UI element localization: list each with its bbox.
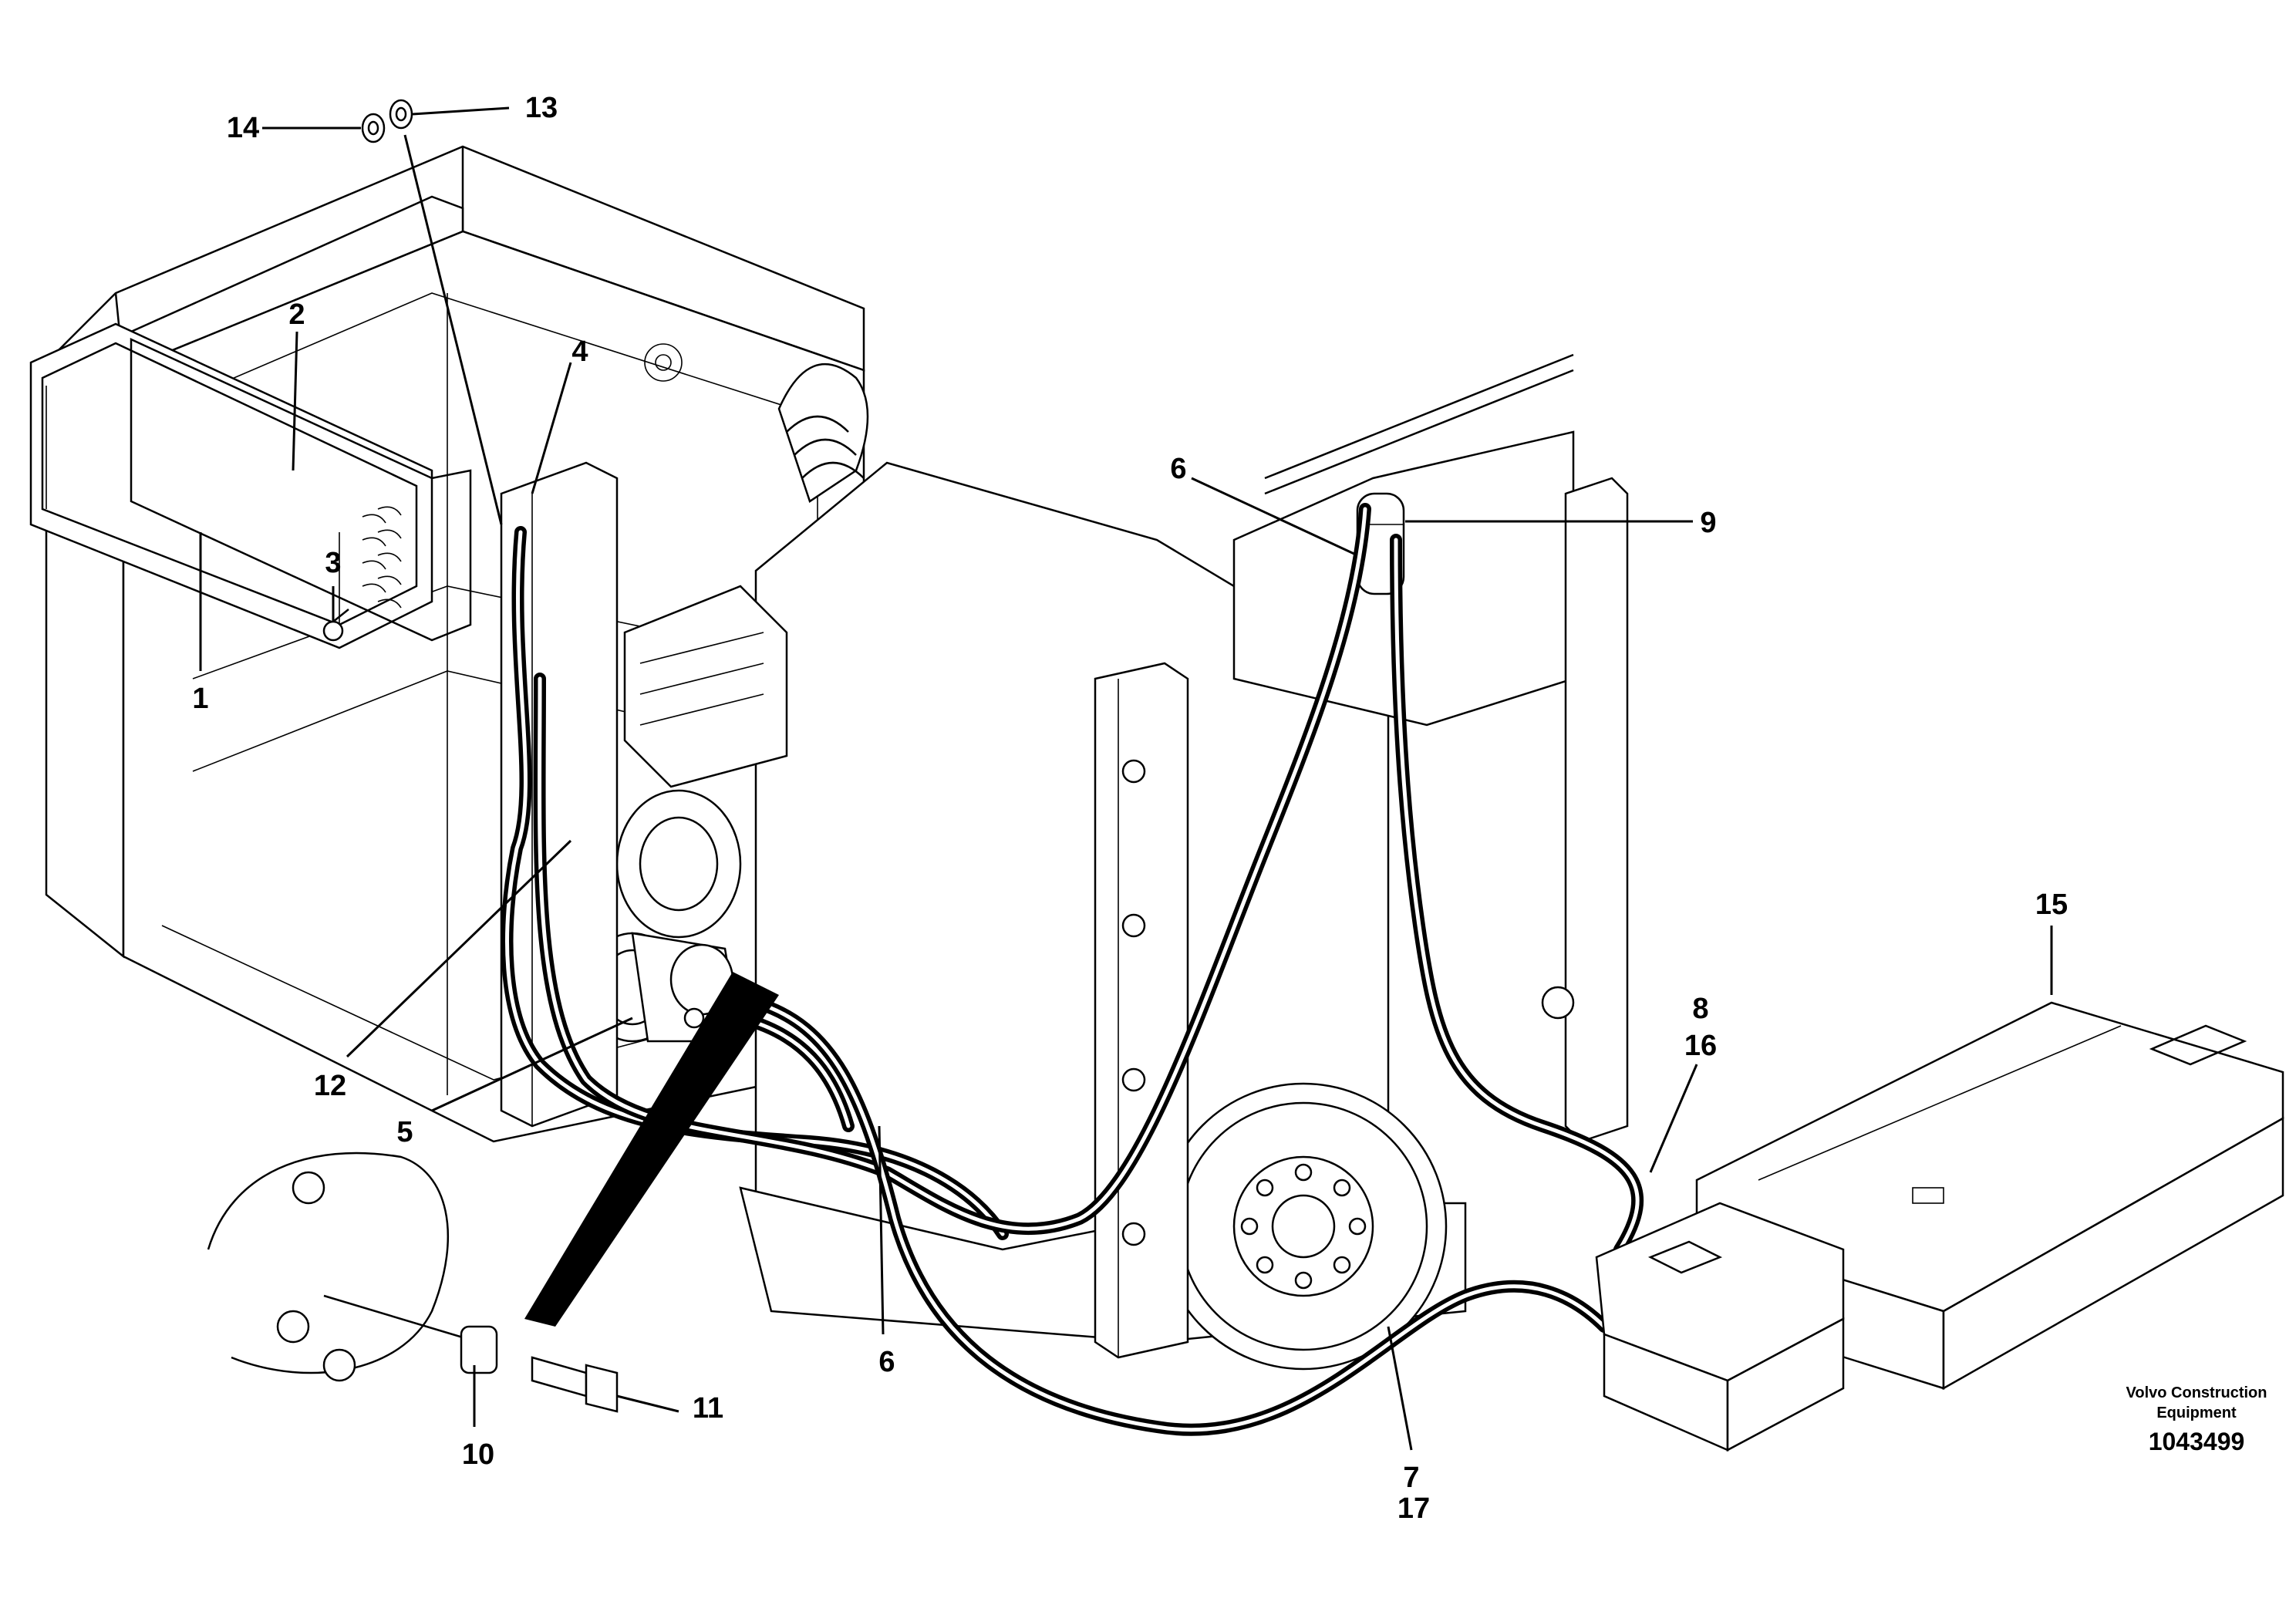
caption-company-line2: Equipment (2156, 1404, 2237, 1421)
caption-company: Volvo Construction (2126, 1384, 2267, 1401)
flywheel (1159, 1082, 1448, 1371)
inset-detail (207, 1152, 479, 1382)
callout-3: 3 (325, 547, 341, 579)
callout-13: 13 (525, 92, 558, 124)
callout-9: 9 (1700, 507, 1716, 539)
callout-7: 7 (1403, 1462, 1419, 1494)
condenser-tube-coils (362, 506, 402, 609)
front-mount-rail-left (500, 461, 619, 1128)
callout-11: 11 (693, 1392, 723, 1425)
callout-14: 14 (227, 112, 259, 144)
callout-10: 10 (462, 1438, 494, 1471)
callout-1: 1 (192, 683, 208, 715)
leader-lines (199, 106, 2053, 1451)
callout-12: 12 (314, 1070, 346, 1102)
callout-5: 5 (396, 1116, 413, 1148)
alternator (615, 789, 742, 939)
callout-4: 4 (571, 336, 588, 368)
assembly-arrows (403, 134, 779, 1327)
evaporator-unit (1595, 1001, 2284, 1452)
nut-13 (389, 99, 413, 130)
callout-15: 15 (2035, 889, 2068, 921)
callout-2: 2 (288, 298, 305, 331)
callout-16: 16 (1684, 1030, 1717, 1062)
condenser-seal (130, 338, 472, 642)
callout-6-bottom: 6 (878, 1346, 895, 1378)
callout-17: 17 (1397, 1492, 1430, 1525)
callout-6-top: 6 (1170, 453, 1186, 485)
callout-8: 8 (1692, 993, 1708, 1025)
flywheel-bolts (1240, 1163, 1367, 1290)
hoses (501, 503, 1644, 1436)
caption-part-number: 1043499 (2149, 1428, 2245, 1455)
front-mount-rail-right (1094, 662, 1189, 1359)
callouts: 1 2 3 4 5 6 6 7 17 8 16 9 10 11 12 13 14… (192, 92, 2068, 1525)
bolt-11 (531, 1356, 619, 1413)
caption-block: Volvo Construction Equipment 1043499 (2126, 1384, 2267, 1455)
spacer-10 (460, 1325, 498, 1374)
washer-14 (361, 113, 386, 143)
